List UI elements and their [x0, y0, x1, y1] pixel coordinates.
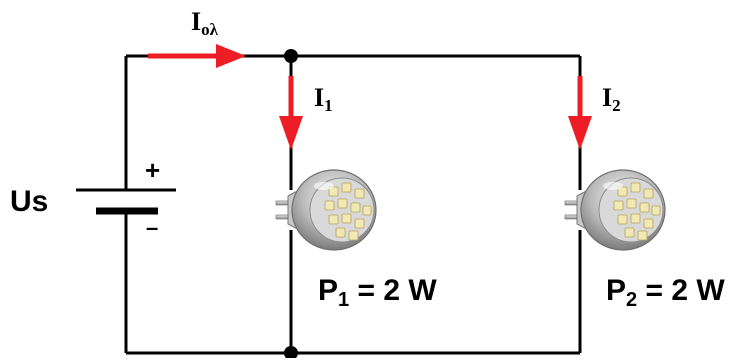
- total-current-arrow: [148, 44, 246, 68]
- branch-1-current-label: I1: [314, 83, 333, 115]
- load-2-power-symbol: P: [606, 274, 626, 307]
- battery-plus-sign: +: [145, 155, 160, 185]
- load-1-power-value: = 2 W: [349, 274, 437, 307]
- branch-2-current-subscript: 2: [612, 96, 621, 115]
- load-2-power-label: P2 = 2 W: [606, 274, 725, 311]
- branch-2-current-symbol: I: [602, 83, 612, 112]
- load-1-power-label: P1 = 2 W: [318, 274, 437, 311]
- source-voltage-label: Us: [10, 185, 48, 218]
- load-1-power-symbol: P: [318, 274, 338, 307]
- battery-symbol: [76, 188, 176, 215]
- branch-2-current-arrow: [568, 76, 592, 150]
- total-current-symbol: I: [191, 7, 201, 36]
- load-2-power-subscript: 2: [626, 289, 637, 311]
- branch-2-current-label: I2: [602, 83, 621, 115]
- branch-1-current-subscript: 1: [324, 96, 333, 115]
- total-current-subscript: oλ: [201, 20, 219, 39]
- battery-minus-sign: –: [146, 215, 158, 240]
- branch-1-current-arrow: [279, 76, 303, 150]
- junction-dot-bottom: [284, 346, 298, 360]
- junction-dot-top: [284, 49, 298, 63]
- load-1-power-subscript: 1: [338, 289, 349, 311]
- total-current-label: Ioλ: [191, 7, 219, 39]
- load-2-power-value: = 2 W: [637, 274, 725, 307]
- branch-1-current-symbol: I: [314, 83, 324, 112]
